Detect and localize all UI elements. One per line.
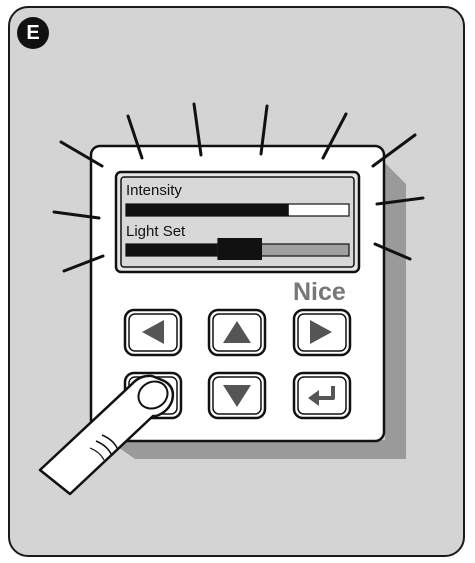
- intensity-label: Intensity: [126, 183, 182, 198]
- device-shadow-side: [383, 161, 406, 459]
- up-arrow-button[interactable]: [209, 310, 265, 355]
- left-arrow-button[interactable]: [125, 310, 181, 355]
- light-set-label: Light Set: [126, 224, 185, 239]
- brand-logo: Nice: [293, 278, 346, 307]
- light-set-bar-dark-segment: [126, 244, 217, 256]
- light-set-marker: [217, 238, 262, 260]
- right-arrow-button[interactable]: [294, 310, 350, 355]
- device-shadow-bottom: [108, 440, 406, 459]
- down-arrow-button[interactable]: [209, 373, 265, 418]
- intensity-bar-fill: [126, 204, 289, 216]
- enter-button[interactable]: [294, 373, 350, 418]
